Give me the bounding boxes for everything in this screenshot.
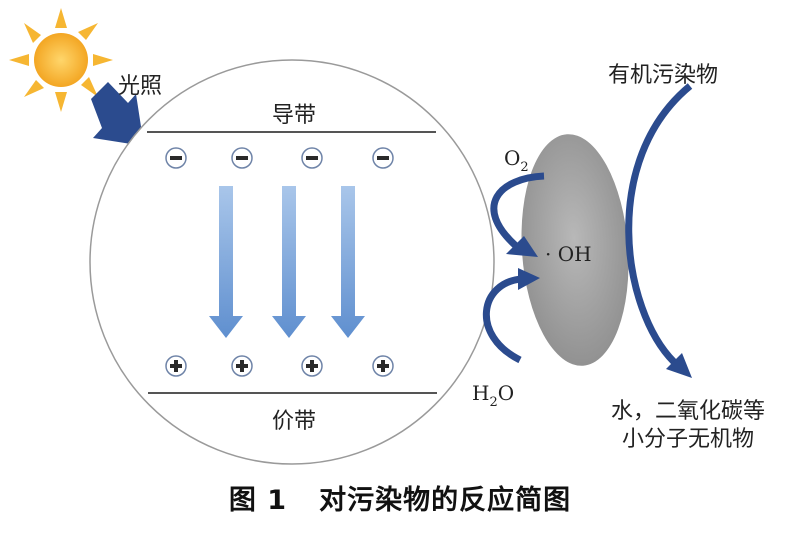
degradation-arrowhead xyxy=(666,353,692,378)
light-label: 光照 xyxy=(118,74,162,99)
light-arrow xyxy=(91,82,144,146)
transfer-arrow xyxy=(331,186,365,338)
figure-number: 图 1 xyxy=(228,485,288,516)
pollutant-label: 有机污染物 xyxy=(608,63,718,88)
electrons xyxy=(165,147,394,169)
h2o-arrowhead xyxy=(518,268,540,290)
reaction-site xyxy=(521,134,629,366)
sun-icon xyxy=(9,8,113,112)
hydroxyl-radical-label: · OH xyxy=(545,242,592,266)
figure-title: 对污染物的反应简图 xyxy=(319,485,572,516)
transfer-arrow xyxy=(209,186,243,338)
conduction-band-label: 导带 xyxy=(272,103,316,128)
hole xyxy=(372,355,394,377)
transfer-arrow xyxy=(272,186,306,338)
electron xyxy=(301,147,323,169)
degradation-arrow xyxy=(625,83,693,365)
electron xyxy=(231,147,253,169)
h2o-label: H2O xyxy=(472,381,514,410)
o2-arrowhead xyxy=(506,236,538,257)
valence-band-label: 价带 xyxy=(272,409,316,434)
products-label-line2: 小分子无机物 xyxy=(622,427,754,452)
figure-caption: 图 1 对污染物的反应简图 xyxy=(0,478,800,517)
hole xyxy=(301,355,323,377)
hole xyxy=(165,355,187,377)
o2-arrow xyxy=(490,172,545,249)
h2o-arrow xyxy=(482,275,523,364)
hole xyxy=(231,355,253,377)
products-label-line1: 水，二氧化碳等 xyxy=(611,399,765,424)
electron xyxy=(165,147,187,169)
o2-label: O2 xyxy=(504,146,529,175)
electron xyxy=(372,147,394,169)
holes xyxy=(165,355,394,377)
